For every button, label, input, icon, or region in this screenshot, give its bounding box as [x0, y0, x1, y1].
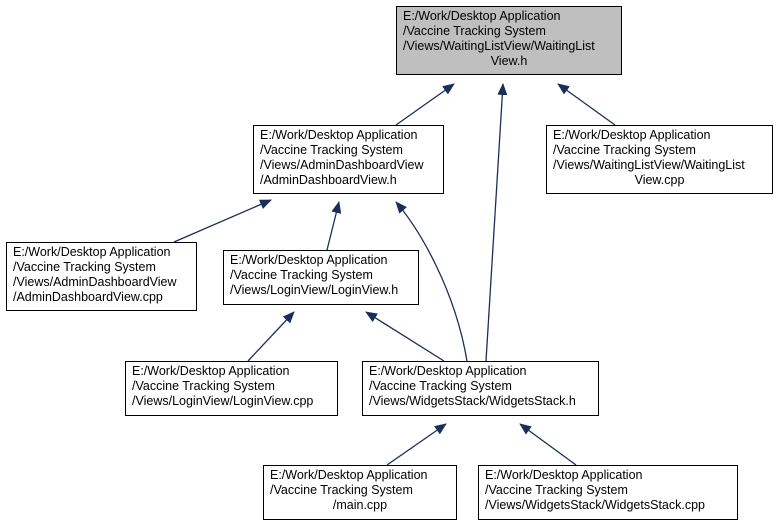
node-label-line: E:/Work/Desktop Application	[132, 364, 290, 378]
node-admindashboard-h[interactable]: E:/Work/Desktop Application/Vaccine Trac…	[253, 125, 444, 194]
node-label-line: E:/Work/Desktop Application	[553, 128, 711, 142]
node-label-line: /AdminDashboardView.h	[260, 173, 397, 187]
edge-loginview-cpp-to-loginview-h	[247, 311, 295, 362]
node-label-line: /Vaccine Tracking System	[553, 143, 696, 157]
node-label-line: /Views/AdminDashboardView	[13, 275, 177, 289]
edge-widgetsstack-h-to-loginview-h	[365, 311, 445, 362]
node-label-line: /Vaccine Tracking System	[369, 379, 512, 393]
edge-main-cpp-to-widgetsstack-h	[386, 423, 447, 466]
edge-waitinglist-cpp-to-waitinglist-h	[557, 83, 616, 126]
node-label-line: View.h	[490, 54, 528, 68]
node-label-line: /AdminDashboardView.cpp	[13, 290, 163, 304]
node-label-line: /Views/AdminDashboardView	[260, 158, 424, 172]
node-label-line: /Vaccine Tracking System	[403, 24, 546, 38]
node-label-line: /Vaccine Tracking System	[230, 268, 373, 282]
node-waitinglist-h[interactable]: E:/Work/Desktop Application/Vaccine Trac…	[396, 6, 622, 75]
node-admindashboard-cpp[interactable]: E:/Work/Desktop Application/Vaccine Trac…	[6, 242, 197, 311]
node-label-line: E:/Work/Desktop Application	[403, 9, 561, 23]
node-label-line: E:/Work/Desktop Application	[485, 468, 643, 482]
edge-widgetsstack-h-to-waitinglist-h	[485, 83, 508, 362]
node-label-line: /Views/LoginView/LoginView.h	[230, 283, 399, 297]
node-label-line: /Views/LoginView/LoginView.cpp	[132, 394, 314, 408]
edge-admindashboard-h-to-waitinglist-h	[395, 83, 455, 126]
node-main-cpp[interactable]: E:/Work/Desktop Application/Vaccine Trac…	[263, 465, 457, 520]
node-label-line: /Views/WidgetsStack/WidgetsStack.cpp	[485, 498, 705, 512]
node-loginview-cpp[interactable]: E:/Work/Desktop Application/Vaccine Trac…	[125, 361, 338, 416]
node-label-line: E:/Work/Desktop Application	[270, 468, 428, 482]
edge-widgetsstack-h-to-admindashboard-h	[395, 201, 468, 362]
node-loginview-h[interactable]: E:/Work/Desktop Application/Vaccine Trac…	[223, 250, 419, 305]
node-widgetsstack-cpp[interactable]: E:/Work/Desktop Application/Vaccine Trac…	[478, 465, 738, 520]
edge-admindashboard-cpp-to-admindashboard-h	[173, 199, 272, 243]
node-label-line: E:/Work/Desktop Application	[230, 253, 388, 267]
node-label-line: /Vaccine Tracking System	[13, 260, 156, 274]
node-label-line: E:/Work/Desktop Application	[13, 245, 171, 259]
node-label-line: E:/Work/Desktop Application	[369, 364, 527, 378]
node-label-line: /Vaccine Tracking System	[485, 483, 628, 497]
edge-widgetsstack-cpp-to-widgetsstack-h	[519, 423, 577, 466]
node-label-line: /Vaccine Tracking System	[270, 483, 413, 497]
node-widgetsstack-h[interactable]: E:/Work/Desktop Application/Vaccine Trac…	[362, 361, 599, 416]
node-label-line: View.cpp	[634, 173, 685, 187]
node-waitinglist-cpp[interactable]: E:/Work/Desktop Application/Vaccine Trac…	[546, 125, 773, 194]
node-label-line: /Views/WaitingListView/WaitingList	[553, 158, 745, 172]
node-label-line: /Vaccine Tracking System	[132, 379, 275, 393]
node-label-line: /Views/WaitingListView/WaitingList	[403, 39, 595, 53]
node-label-line: /Views/WidgetsStack/WidgetsStack.h	[369, 394, 576, 408]
node-label-line: /main.cpp	[332, 498, 388, 512]
node-label-line: E:/Work/Desktop Application	[260, 128, 418, 142]
node-label-line: /Vaccine Tracking System	[260, 143, 403, 157]
edge-loginview-h-to-admindashboard-h	[326, 201, 342, 251]
